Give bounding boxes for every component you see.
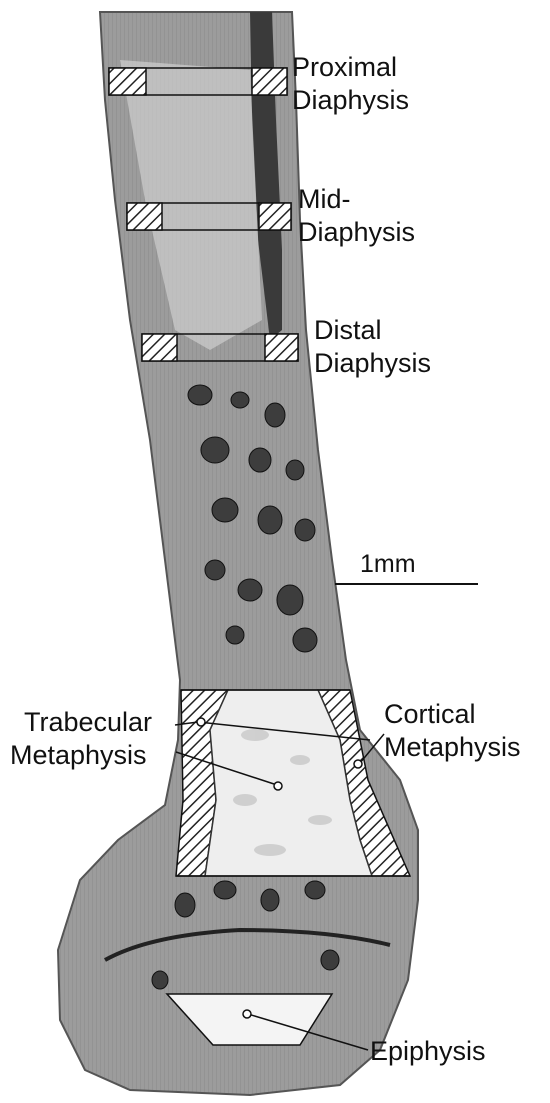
label-scale-bar: 1mm: [360, 548, 416, 580]
label-trabecular-metaphysis-1: Trabecular: [24, 706, 152, 738]
label-epiphysis: Epiphysis: [370, 1035, 486, 1067]
label-distal-diaphysis-1: Distal: [314, 314, 382, 346]
label-proximal-diaphysis-2: Diaphysis: [292, 84, 409, 116]
label-mid-diaphysis-2: Diaphysis: [298, 216, 415, 248]
label-mid-diaphysis-1: Mid-: [298, 183, 351, 215]
label-cortical-metaphysis-1: Cortical: [384, 698, 476, 730]
label-cortical-metaphysis-2: Metaphysis: [384, 731, 521, 763]
label-proximal-diaphysis-1: Proximal: [292, 51, 397, 83]
label-distal-diaphysis-2: Diaphysis: [314, 347, 431, 379]
label-trabecular-metaphysis-2: Metaphysis: [10, 739, 147, 771]
